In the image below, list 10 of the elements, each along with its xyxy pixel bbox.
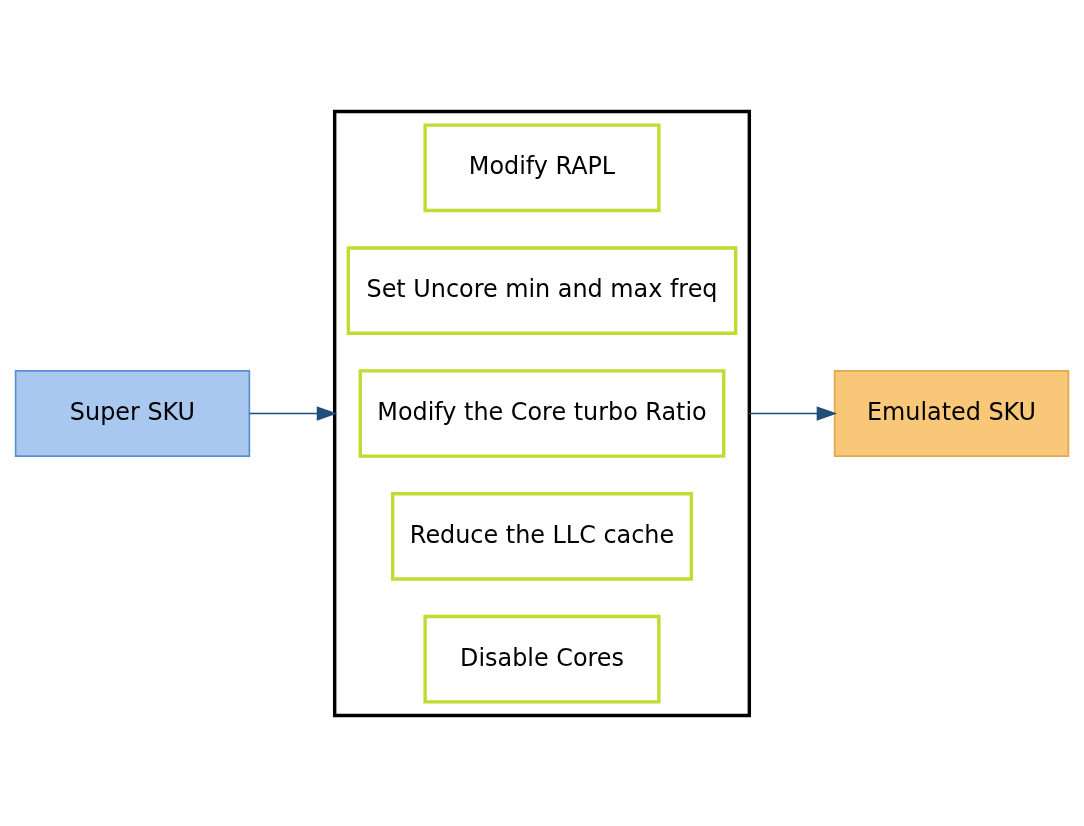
arrow [248, 405, 338, 421]
node-box: Reduce the LLC cache [391, 491, 693, 581]
node-box: Modify the Core turbo Ratio [358, 368, 726, 458]
node-box: Set Uncore min and max freq [346, 245, 738, 335]
cluster [332, 109, 752, 717]
node-box: Super SKU [14, 369, 251, 457]
arrow [748, 405, 838, 421]
node-box: Modify RAPL [423, 122, 661, 212]
node-box: Emulated SKU [833, 369, 1070, 457]
node-box: Disable Cores [423, 614, 661, 704]
